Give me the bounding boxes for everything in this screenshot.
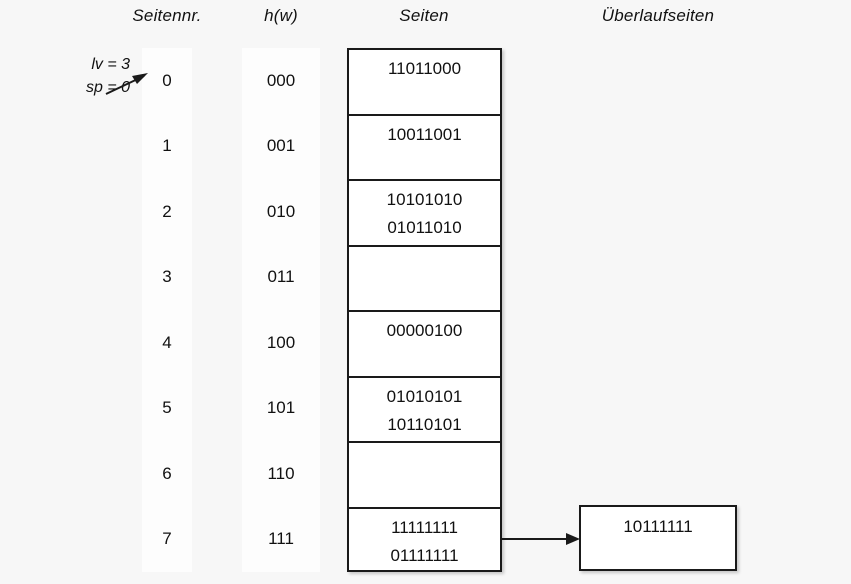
hw-cell: 100 xyxy=(266,332,296,352)
page-entry: 00000100 xyxy=(386,321,463,340)
seitennr-cell: 1 xyxy=(162,136,172,156)
hw-cell: 001 xyxy=(266,136,296,156)
page-row xyxy=(349,443,500,509)
page-entry: 01011010 xyxy=(387,218,462,237)
seitennr-cell: 7 xyxy=(162,529,172,549)
hw-cell: 000 xyxy=(266,70,296,90)
hw-cell: 101 xyxy=(266,398,296,418)
page-entry: 01111111 xyxy=(390,545,459,565)
page-entry: 10101010 xyxy=(386,190,463,209)
column-header-hw: h(w) xyxy=(264,6,298,25)
seitennr-cell: 2 xyxy=(162,201,172,221)
column-header-seiten: Seiten xyxy=(399,6,449,25)
column-header-seitennr: Seitennr. xyxy=(132,6,202,25)
overflow-page-value: 10111111 xyxy=(623,517,693,536)
seitennr-cell: 3 xyxy=(162,267,172,287)
hw-column-band xyxy=(242,48,320,572)
hw-cell: 110 xyxy=(267,463,295,483)
column-header-ueberlaufseiten: Überlaufseiten xyxy=(601,6,715,25)
page-row: 10011001 xyxy=(349,116,500,181)
diagonal-arrow-icon xyxy=(105,73,148,95)
page-row: 10101010 01011010 xyxy=(349,181,500,247)
seitennr-column: 0 1 2 3 4 5 6 7 xyxy=(141,48,193,572)
hw-column: 000 001 010 011 100 101 110 111 xyxy=(241,48,321,572)
hw-cell: 111 xyxy=(268,529,294,549)
page-entry: 11111111 xyxy=(391,517,458,537)
seitennr-cell: 4 xyxy=(162,332,172,352)
lv-value: lv = 3 xyxy=(91,56,130,73)
page-row: 11111111 01111111 xyxy=(349,509,500,575)
page-row: 00000100 xyxy=(349,312,500,378)
page-row xyxy=(349,247,500,312)
seitennr-cell: 0 xyxy=(162,70,172,90)
pages-box: 11011000 10011001 10101010 01011010 00000100… xyxy=(347,48,502,572)
page-entry: 01010101 xyxy=(386,386,463,406)
hw-cell: 011 xyxy=(267,267,295,287)
page-row: 01010101 10110101 xyxy=(349,378,500,443)
seitennr-column-band xyxy=(142,48,192,572)
sp-value: sp = 0 xyxy=(85,79,130,96)
page-entry: 10011001 xyxy=(387,124,462,144)
overflow-page-box: 10111111 xyxy=(579,505,737,571)
right-arrow-icon xyxy=(500,533,580,545)
seitennr-cell: 6 xyxy=(162,463,172,483)
lv-sp-annotation: lv = 3 sp = 0 xyxy=(38,53,130,99)
page-entry: 11011000 xyxy=(387,59,462,78)
hw-cell: 010 xyxy=(266,201,296,221)
page-row: 11011000 xyxy=(349,50,500,116)
page-entry: 10110101 xyxy=(387,414,462,434)
seitennr-cell: 5 xyxy=(162,398,172,418)
